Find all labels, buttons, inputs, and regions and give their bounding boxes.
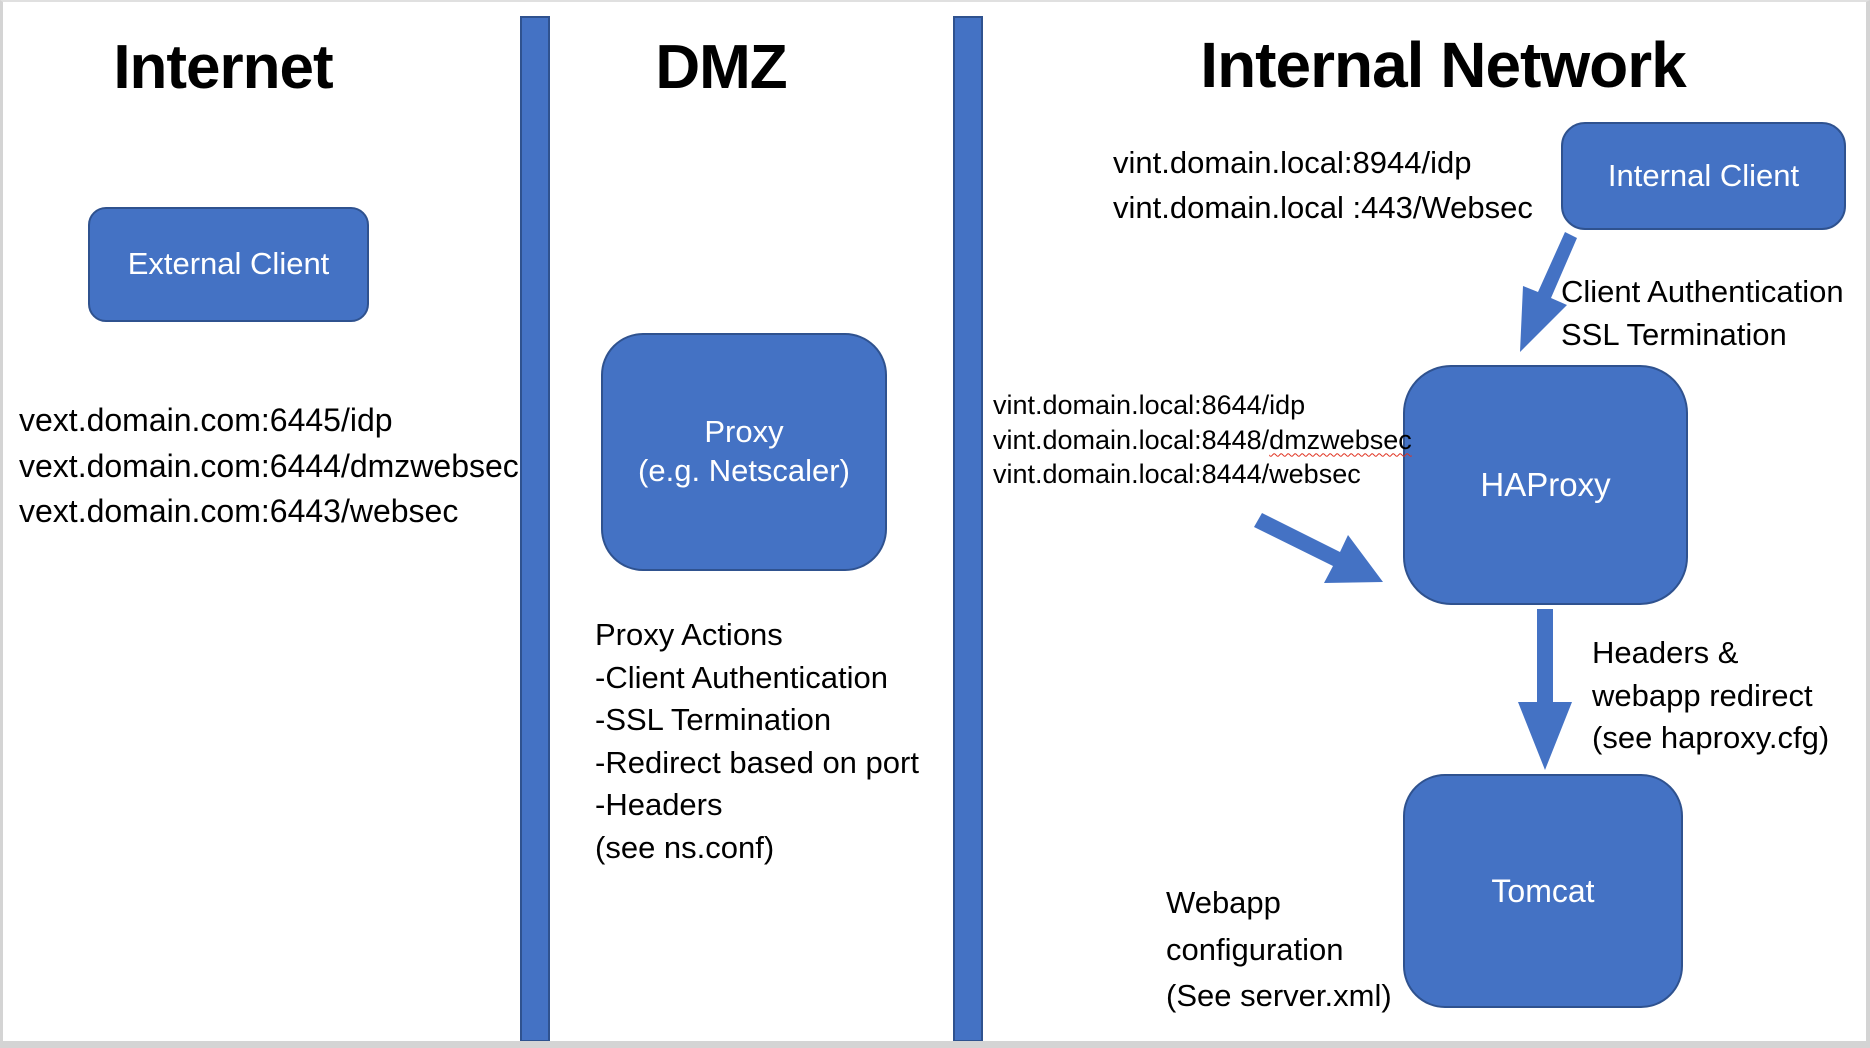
proxy-label-line1: Proxy xyxy=(704,414,784,450)
arrow-haproxy-to-tomcat xyxy=(1518,609,1572,770)
tomcat-label: Tomcat xyxy=(1491,873,1595,909)
proxy-actions-line: -Redirect based on port xyxy=(595,744,919,780)
proxy-actions-line: Proxy Actions xyxy=(595,617,783,652)
vint-haproxy-endpoint-line: vint.domain.local:8644/idp xyxy=(993,390,1306,420)
zone-title-internet: Internet xyxy=(113,33,333,102)
headers-redirect-line: Headers & xyxy=(1592,635,1739,670)
haproxy-node: HAProxy xyxy=(1403,365,1688,605)
zone-title-dmz: DMZ xyxy=(655,33,787,102)
headers-redirect-line: webapp redirect xyxy=(1592,677,1813,713)
arrow-endpoints-to-haproxy xyxy=(1254,513,1383,583)
internal-client-label: Internal Client xyxy=(1607,157,1800,193)
webapp-config-line: (See server.xml) xyxy=(1166,978,1392,1013)
proxy-label-line2: (e.g. Netscaler) xyxy=(638,453,850,488)
vint-client-endpoint-line: vint.domain.local:8944/idp xyxy=(1113,145,1472,180)
vint-client-endpoint-line: vint.domain.local :443/Websec xyxy=(1113,190,1533,225)
vint-client-endpoints-text: vint.domain.local:8944/idp vint.domain.l… xyxy=(1113,140,1533,230)
external-client-label: External Client xyxy=(127,246,330,282)
vint-haproxy-endpoint-line: vint.domain.local:8448/dmzwebsec xyxy=(993,423,1412,458)
dmz-left-boundary-bar xyxy=(520,16,550,1041)
vint-haproxy-endpoint-line: vint.domain.local:8444/websec xyxy=(993,459,1361,489)
vint-haproxy-endpoint-line2-misspelled-word: dmzwebsec xyxy=(1269,424,1412,455)
internal-client-node: Internal Client xyxy=(1561,122,1846,230)
proxy-actions-line: (see ns.conf) xyxy=(595,829,775,865)
proxy-actions-text: Proxy Actions -Client Authentication -SS… xyxy=(595,614,919,869)
webapp-config-line: Webapp xyxy=(1166,885,1281,920)
client-auth-line: SSL Termination xyxy=(1561,317,1787,352)
vext-endpoints-text: vext.domain.com:6445/idp vext.domain.com… xyxy=(19,398,519,535)
headers-redirect-text: Headers & webapp redirect (see haproxy.c… xyxy=(1592,632,1829,760)
vext-endpoint-line: vext.domain.com:6443/websec xyxy=(19,493,459,529)
vext-endpoint-line: vext.domain.com:6444/dmzwebsec xyxy=(19,447,519,484)
proxy-node: Proxy (e.g. Netscaler) xyxy=(601,333,887,571)
vint-haproxy-endpoints-text: vint.domain.local:8644/idp vint.domain.l… xyxy=(993,388,1412,492)
vext-endpoint-line: vext.domain.com:6445/idp xyxy=(19,402,393,438)
headers-redirect-line: (see haproxy.cfg) xyxy=(1592,720,1830,755)
external-client-node: External Client xyxy=(88,207,369,322)
webapp-config-text: Webapp configuration (See server.xml) xyxy=(1166,880,1392,1020)
proxy-actions-line: -Client Authentication xyxy=(595,659,888,695)
zone-title-internal-network: Internal Network xyxy=(1200,29,1686,101)
proxy-actions-line: -SSL Termination xyxy=(595,702,832,737)
webapp-config-line: configuration xyxy=(1166,931,1344,967)
proxy-actions-line: -Headers xyxy=(595,787,723,822)
vint-haproxy-endpoint-line2-prefix: vint.domain.local:8448/ xyxy=(993,424,1270,455)
tomcat-node: Tomcat xyxy=(1403,774,1683,1008)
haproxy-label: HAProxy xyxy=(1480,466,1611,504)
dmz-right-boundary-bar xyxy=(953,16,983,1041)
client-auth-text: Client Authentication SSL Termination xyxy=(1561,270,1844,356)
client-auth-line: Client Authentication xyxy=(1561,274,1844,309)
